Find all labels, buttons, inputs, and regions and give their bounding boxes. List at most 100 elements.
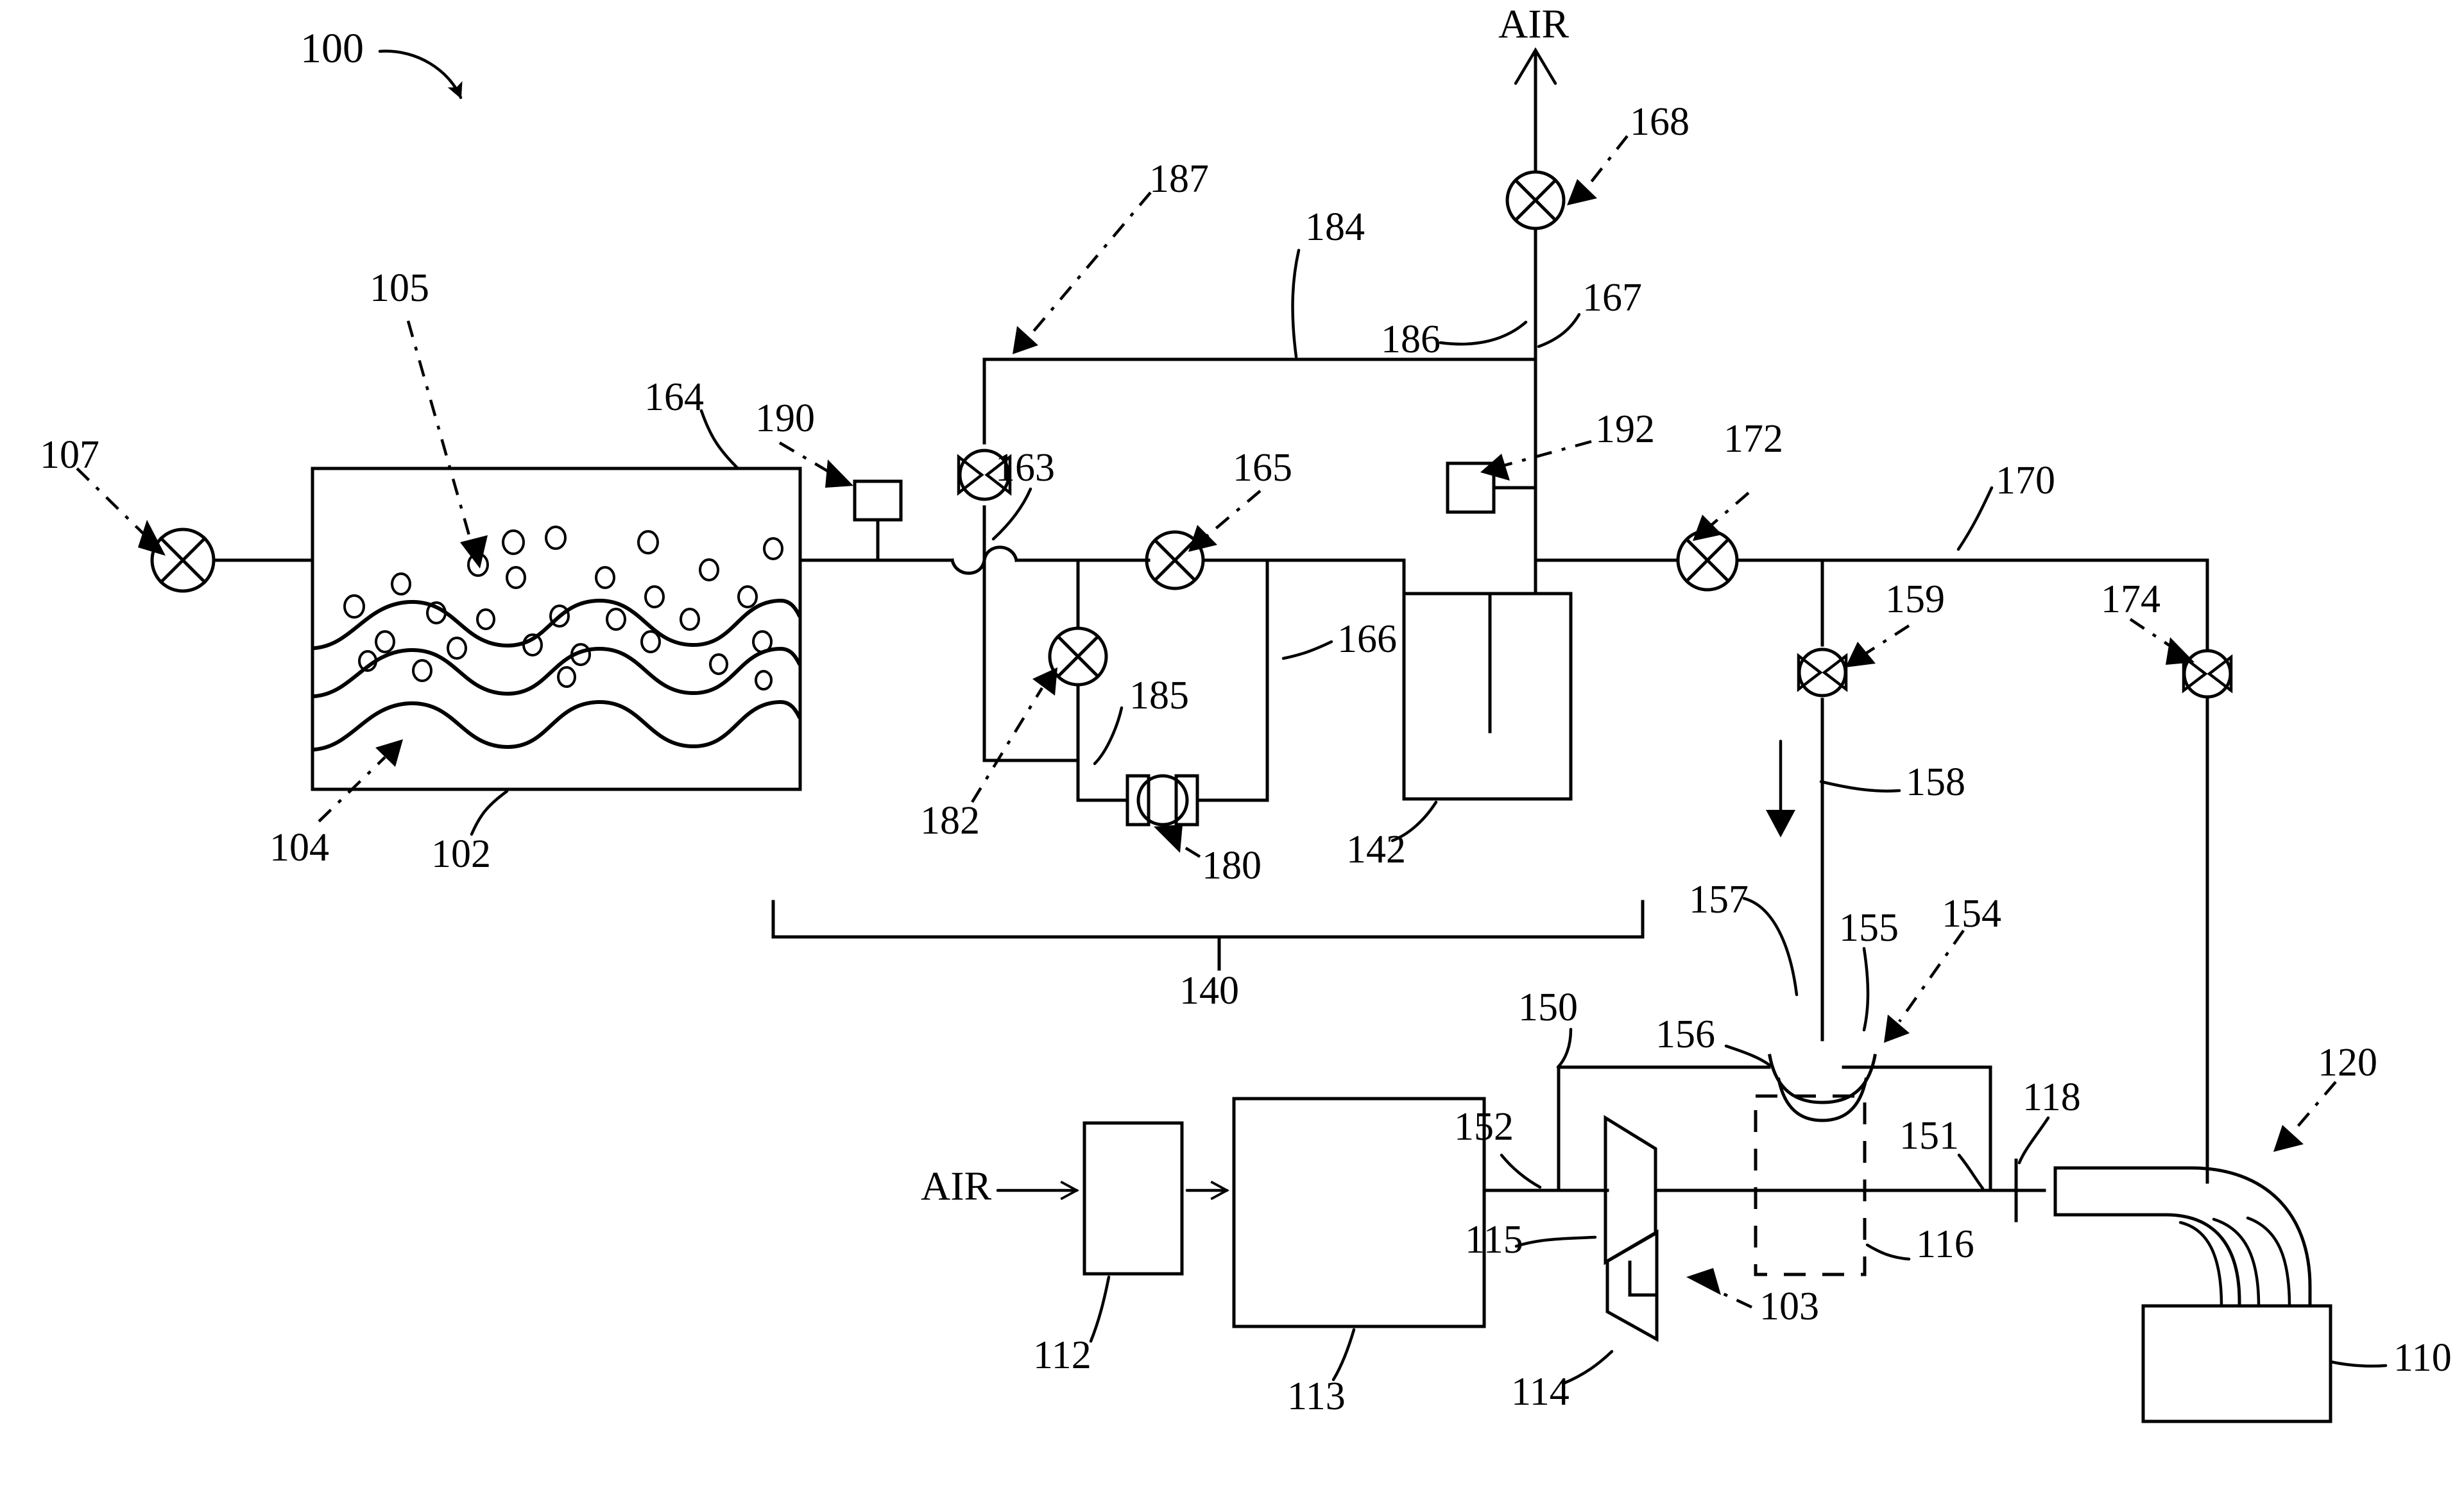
leader-192	[1480, 440, 1592, 481]
leader-184	[1291, 248, 1301, 359]
leader-174	[2129, 618, 2194, 665]
ref-label-167: 167	[1582, 276, 1642, 320]
ref-label-104: 104	[270, 826, 329, 870]
ref-label-170: 170	[1996, 459, 2055, 502]
system-callout-arrow	[378, 49, 463, 99]
ref-label-110: 110	[2393, 1336, 2452, 1380]
leader-182	[971, 667, 1057, 803]
supply-branch-157	[1766, 558, 1824, 1042]
leader-172	[1693, 492, 1750, 541]
air-inlet-label: AIR	[921, 1163, 992, 1209]
ref-label-168: 168	[1630, 100, 1690, 144]
ref-label-158: 158	[1906, 760, 1965, 804]
ref-label-192: 192	[1595, 407, 1655, 451]
ref-label-187: 187	[1149, 157, 1209, 201]
injection-cross-118	[1987, 1158, 2046, 1222]
reductant-tank-body	[311, 467, 802, 791]
ref-label-165: 165	[1233, 446, 1292, 490]
leader-170	[1956, 486, 1994, 551]
ref-label-190: 190	[755, 397, 815, 440]
leader-155	[1862, 947, 1870, 1032]
pressure-sensor-192[interactable]	[1446, 461, 1537, 514]
leader-159	[1845, 624, 1910, 667]
ref-label-180: 180	[1202, 844, 1262, 887]
ref-label-184: 184	[1305, 205, 1365, 249]
leader-156	[1724, 1044, 1772, 1067]
leader-110	[2329, 1360, 2388, 1368]
leader-163	[991, 487, 1032, 541]
air-filter-box-112	[1082, 1121, 1184, 1276]
supply-line-jumper-163	[950, 357, 1151, 762]
vent-valve-168[interactable]	[1505, 170, 1566, 230]
leader-112	[1089, 1275, 1111, 1343]
leader-102	[470, 789, 509, 836]
leader-142	[1390, 800, 1438, 843]
ref-label-120: 120	[2318, 1041, 2377, 1085]
turbine-wheel-114	[1605, 1229, 1659, 1342]
leader-105	[406, 320, 488, 569]
leader-118	[2017, 1116, 2050, 1165]
check-valve-159[interactable]	[1797, 647, 1848, 698]
ref-label-172: 172	[1724, 417, 1783, 461]
recirculation-line-185	[1076, 759, 1129, 802]
compressor-wheel-115	[1604, 1115, 1657, 1265]
ref-label-182: 182	[920, 799, 980, 843]
ref-label-164: 164	[644, 375, 704, 419]
ref-label-118: 118	[2023, 1076, 2081, 1119]
recirculation-pump-180[interactable]	[1125, 774, 1199, 827]
leader-180	[1154, 825, 1201, 858]
ref-label-113: 113	[1287, 1375, 1346, 1418]
leader-187	[1013, 191, 1152, 354]
shutoff-valve-165[interactable]	[1145, 530, 1406, 590]
ref-label-105: 105	[370, 266, 429, 310]
check-valve-174[interactable]	[2182, 649, 2233, 699]
ref-label-116: 116	[1916, 1222, 1974, 1266]
leader-190	[778, 442, 853, 488]
metering-valve-172[interactable]	[1676, 529, 1739, 592]
leader-104	[318, 739, 403, 823]
check-valve-187[interactable]	[957, 449, 1012, 501]
ref-label-157: 157	[1689, 878, 1749, 922]
leader-186	[1439, 320, 1528, 346]
leader-151	[1957, 1153, 1985, 1190]
leader-154	[1884, 929, 1965, 1043]
ref-label-112: 112	[1033, 1333, 1091, 1377]
ref-label-152: 152	[1454, 1105, 1514, 1149]
ref-label-107: 107	[40, 433, 99, 477]
leader-168	[1567, 135, 1629, 205]
leader-185	[1093, 706, 1124, 766]
ref-label-150: 150	[1518, 986, 1578, 1029]
leader-158	[1819, 780, 1901, 793]
tank-headspace-bubbles	[343, 526, 783, 690]
leader-166	[1281, 640, 1333, 660]
ref-label-156: 156	[1656, 1013, 1715, 1056]
ref-label-154: 154	[1942, 892, 2001, 936]
purge-line-184	[982, 357, 1537, 562]
ref-label-140: 140	[1179, 969, 1239, 1013]
leader-116	[1865, 1243, 1911, 1261]
leader-165	[1188, 490, 1262, 552]
ref-label-114: 114	[1511, 1370, 1570, 1414]
ref-label-163: 163	[995, 446, 1055, 490]
vent-line-and-valve	[1514, 47, 1557, 361]
ref-label-166: 166	[1337, 617, 1397, 661]
aftertreatment-device-110	[2141, 1304, 2332, 1423]
leader-167	[1537, 313, 1581, 348]
air-vent-label: AIR	[1498, 1, 1570, 47]
tank-level-sensor[interactable]	[853, 479, 903, 562]
leader-120	[2273, 1081, 2337, 1152]
leader-115	[1514, 1235, 1597, 1248]
engine-block-116	[1754, 1094, 1867, 1276]
tank-fill-valve-symbol[interactable]	[150, 527, 314, 593]
ref-label-115: 115	[1465, 1218, 1523, 1262]
doser-module-bracket-140	[771, 900, 1645, 971]
ref-label-186: 186	[1381, 318, 1441, 361]
return-line-166	[1195, 558, 1269, 802]
leader-157	[1742, 896, 1799, 997]
ref-label-159: 159	[1885, 578, 1945, 621]
charge-air-cooler-box-113	[1232, 1097, 1486, 1328]
leader-113	[1331, 1328, 1356, 1382]
ref-label-102: 102	[431, 832, 491, 876]
leader-164	[699, 409, 740, 470]
